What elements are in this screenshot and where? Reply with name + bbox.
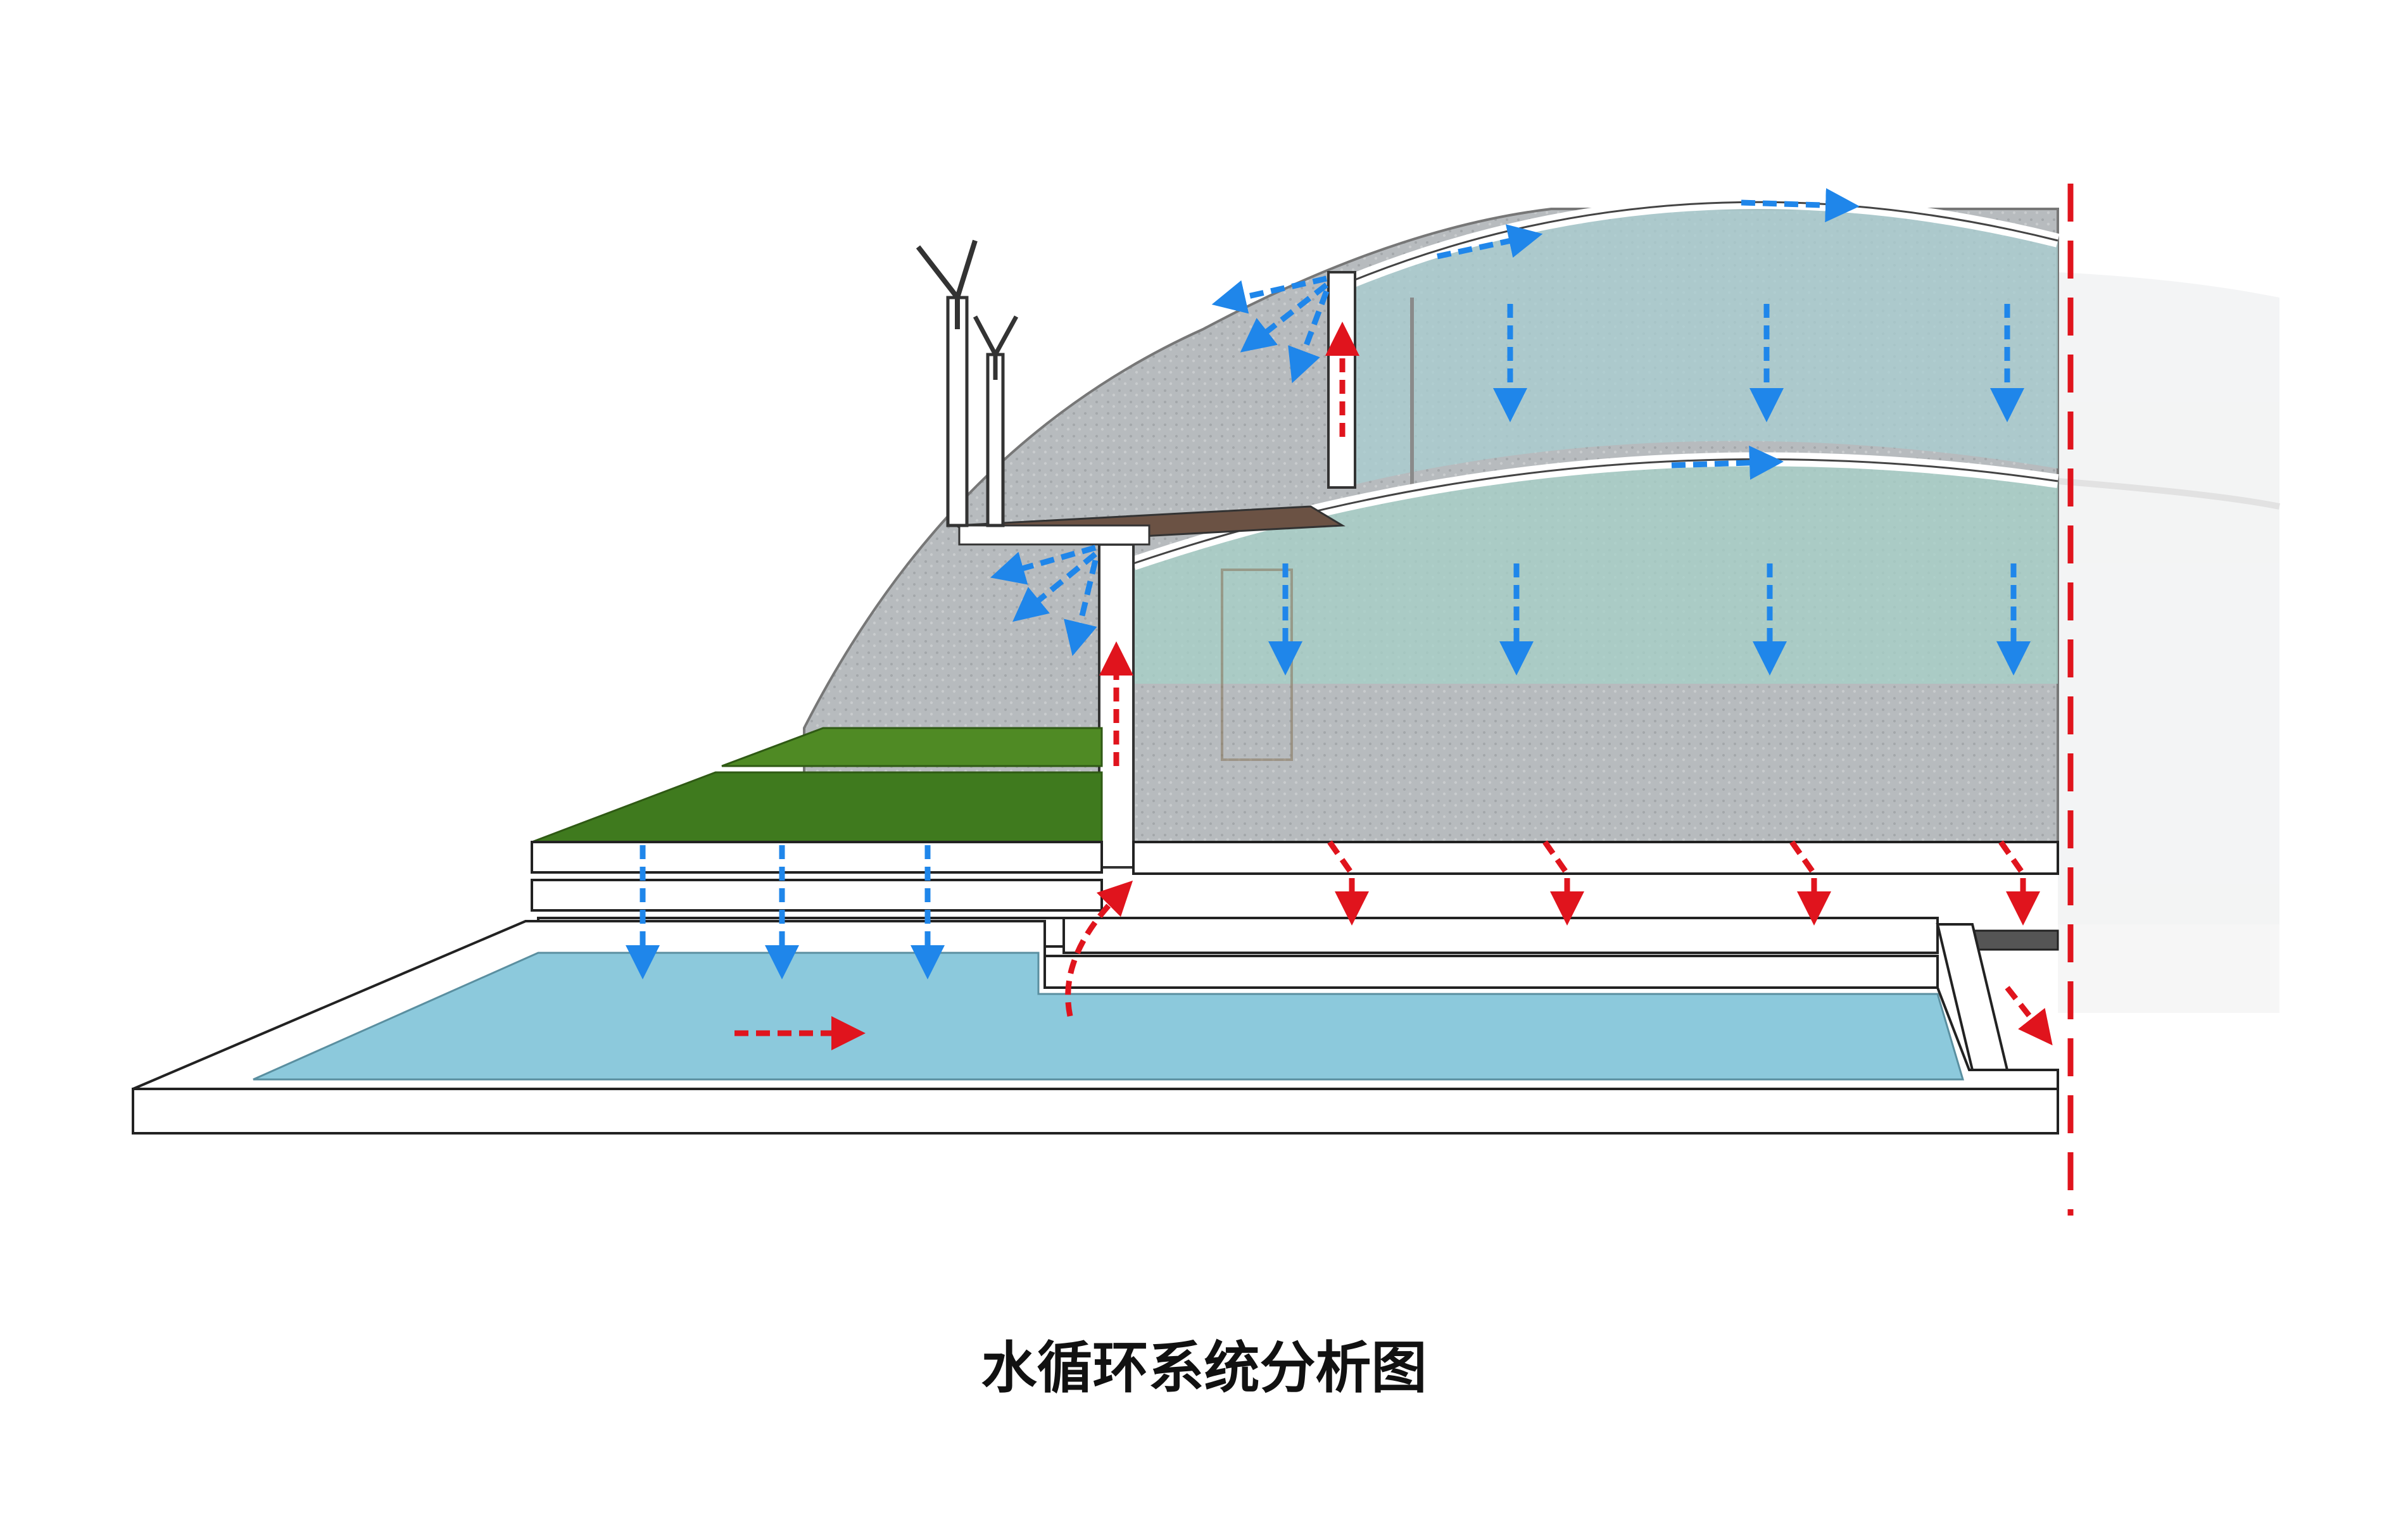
- middle-column: [1098, 543, 1135, 869]
- red-arrow-drip-2: [1542, 840, 1584, 926]
- wind-turbine-icon: [916, 239, 1019, 527]
- blue-flow-arrows: [626, 188, 2031, 979]
- deck-platform: [953, 505, 1346, 546]
- blue-arrow-roof-3: [1671, 445, 1784, 480]
- water-pool: [132, 920, 2059, 1135]
- green-roof-lower: [531, 771, 1103, 843]
- blue-arrow-spray-1: [1211, 275, 1327, 314]
- blue-arrow-spray-2: [1240, 282, 1328, 353]
- red-arrow-drip-4: [1998, 840, 2040, 926]
- blue-arrow-spray-4: [990, 544, 1097, 585]
- red-flow-arrows: [734, 322, 2053, 1050]
- faded-mirror-half: [2057, 272, 2280, 1013]
- blue-arrow-roof-1: [1437, 224, 1543, 260]
- red-arrow-drip-1: [1327, 840, 1369, 926]
- diagram-caption: 水循环系统分析图: [981, 1335, 1427, 1400]
- blue-arrow-spray-3: [1288, 290, 1330, 384]
- blue-arrow-roof-2: [1741, 188, 1860, 223]
- red-arrow-gutter: [2005, 986, 2053, 1046]
- blue-arrow-spray-5: [1012, 551, 1097, 622]
- terrace-slabs: [531, 841, 2059, 992]
- blue-arrow-spray-6: [1064, 559, 1099, 657]
- green-roof-upper: [721, 727, 1103, 767]
- red-arrow-drip-3: [1789, 840, 1831, 926]
- red-arrow-curve-1: [1065, 880, 1133, 1017]
